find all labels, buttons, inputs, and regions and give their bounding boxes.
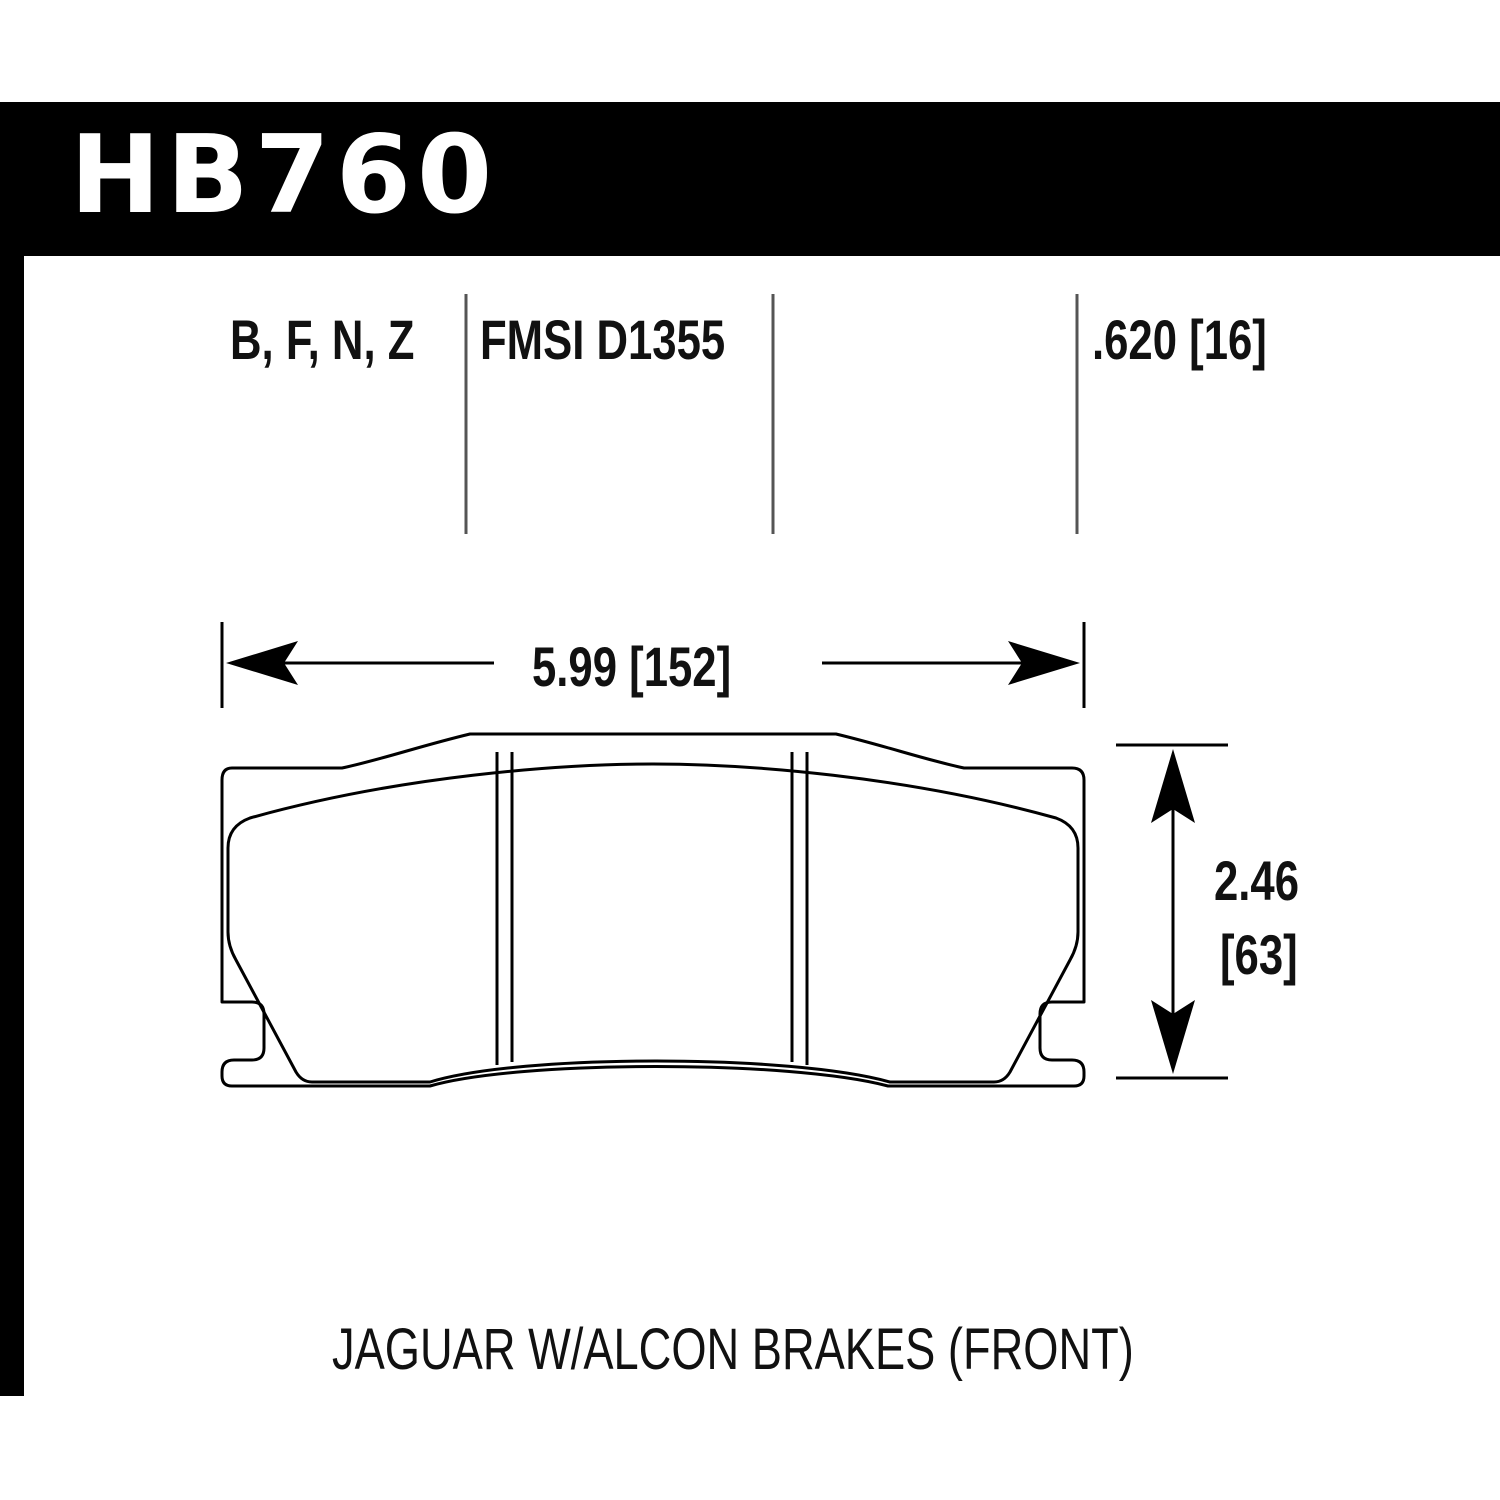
friction-material-outline [226,762,1080,1084]
part-number-title: HB760 [70,113,499,238]
fmsi-label: FMSI D1355 [480,308,726,371]
spec-dividers [464,294,1079,534]
width-dimension [220,622,1086,708]
pad-slots [495,752,809,1065]
application-label: JAGUAR W/ALCON BRAKES (FRONT) [332,1317,1134,1382]
height-dimension-inches: 2.46 [1214,849,1300,912]
backing-plate-outline [220,732,1086,1088]
down-arrowhead [1151,1000,1195,1074]
height-dimension [1116,743,1228,1080]
right-arrowhead [1008,641,1080,685]
header-bar [0,102,1500,256]
up-arrowhead [1151,749,1195,823]
width-dimension-label: 5.99 [152] [532,635,732,698]
thickness-label: .620 [16] [1092,308,1267,371]
left-arrowhead [226,641,298,685]
compounds-label: B, F, N, Z [230,308,415,371]
left-border [0,256,24,1396]
height-dimension-mm: [63] [1220,923,1298,986]
